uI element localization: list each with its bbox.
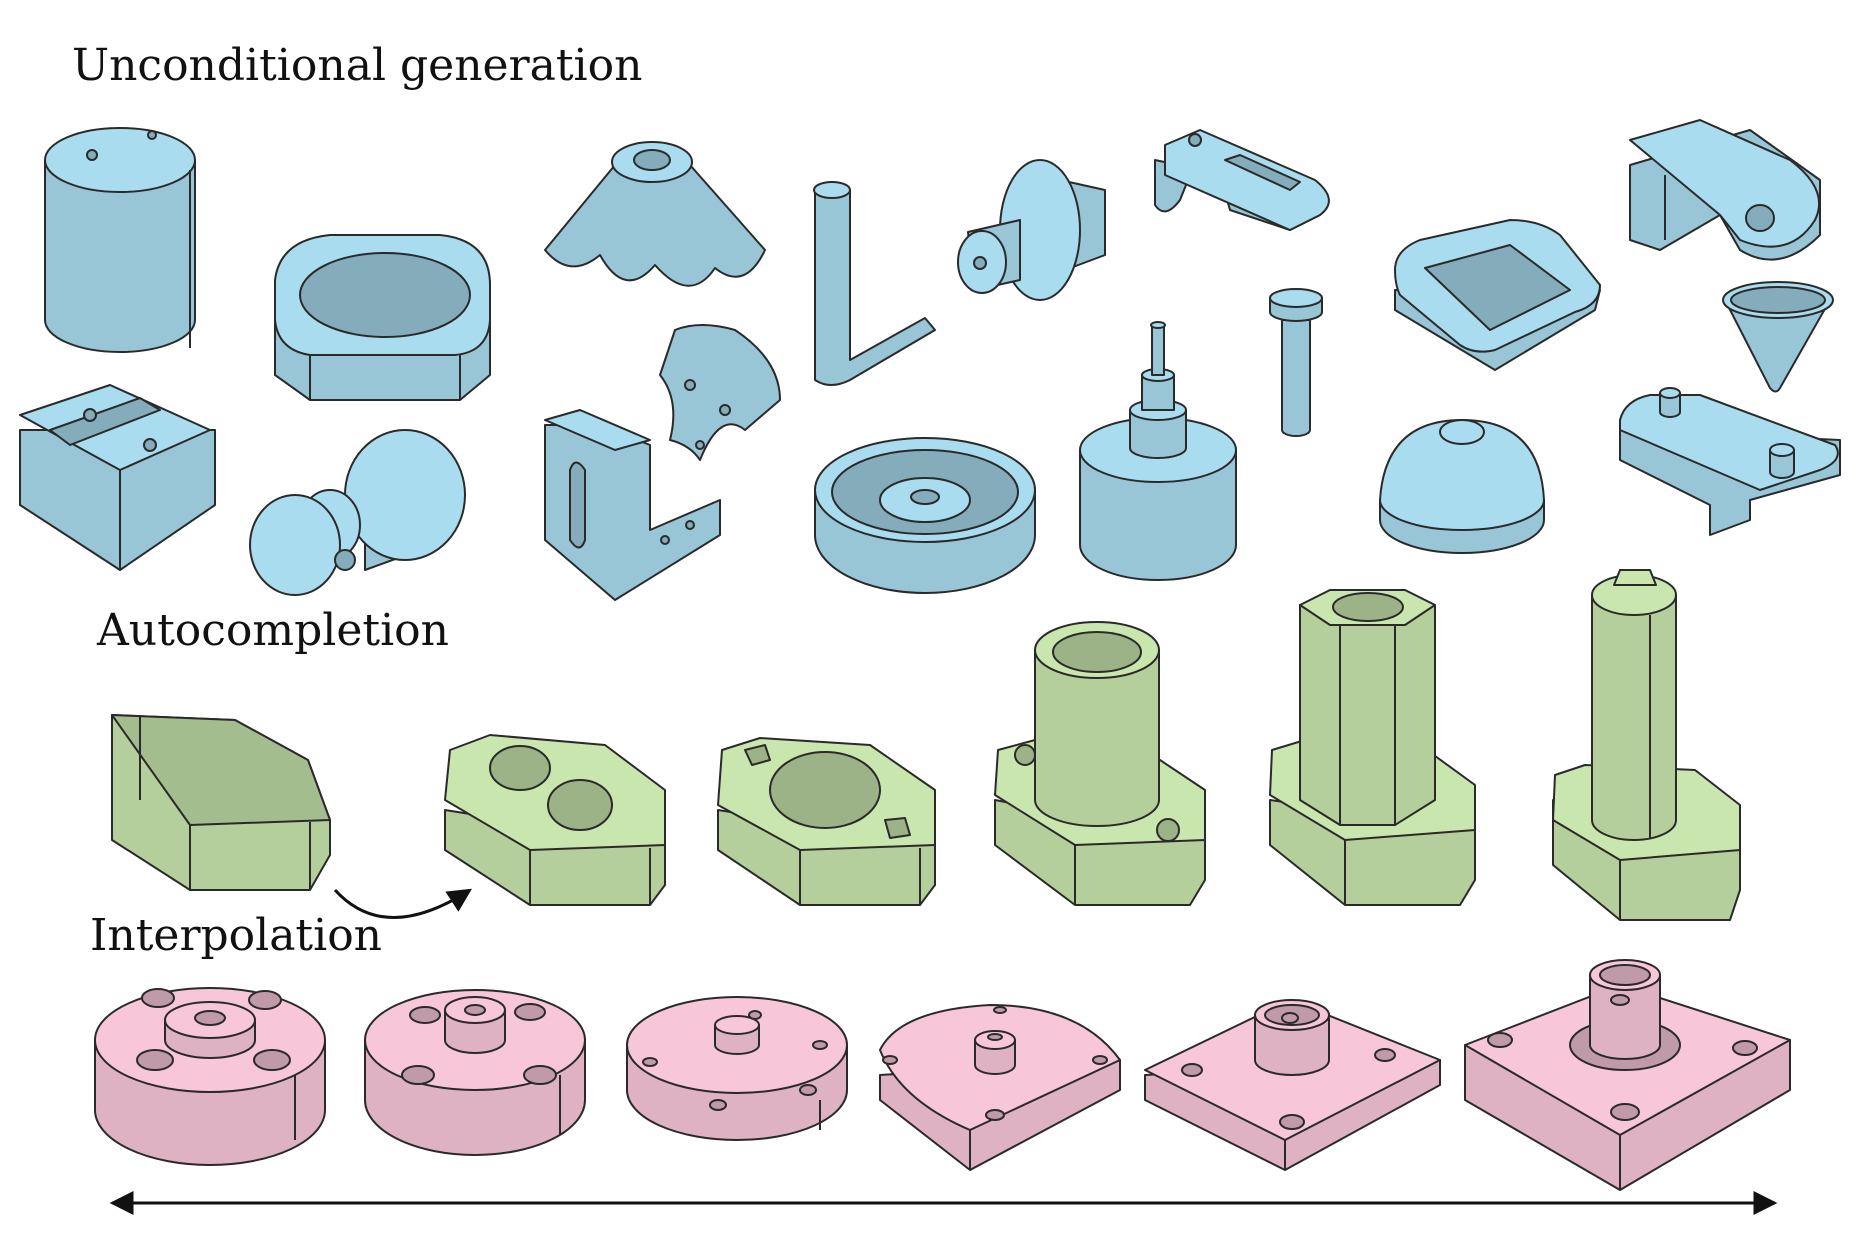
blue-shape-dish [814,437,1036,594]
section-title-autocompletion: Autocompletion [97,605,449,656]
pink-shape-square-plate-tall-boss [1464,959,1791,1191]
blue-shape-slotted-bracket [1154,129,1330,231]
blue-shape-pulley [249,429,466,596]
blue-shape-l-rod [813,181,936,386]
blue-shape-dome [1379,419,1545,554]
interpolation-shapes [94,959,1791,1215]
pink-shape-square-plate-boss [1144,999,1441,1171]
green-shape-plate-tall-cylinder [1552,569,1741,921]
blue-shape-rect-frame [1394,219,1601,371]
blue-shape-flanged-boss [957,159,1106,301]
section-title-interpolation: Interpolation [90,910,383,961]
blue-shape-pin [1269,288,1323,437]
section-title-unconditional: Unconditional generation [72,40,643,91]
green-shape-plate-big-hole [717,737,936,906]
blue-shape-l-bracket-slot [544,409,721,601]
blue-shape-square-ring [274,234,491,401]
green-shape-plate-octagon-tower [1269,589,1476,906]
pink-shape-round-flange-1 [94,987,326,1166]
green-shape-open-tray [111,714,331,891]
blue-shape-block-with-ear [1629,119,1821,261]
blue-shape-plate-with-pegs [1619,387,1841,536]
green-shape-plate-two-holes [444,734,666,906]
pink-shape-squarish-flange [879,1004,1121,1171]
green-shape-plate-with-tube [994,621,1206,906]
blue-shape-cylinder [44,127,196,353]
blue-shape-curved-plate [659,324,781,461]
pink-shape-round-flange-2 [364,989,586,1156]
blue-shape-grooved-cube [19,384,216,571]
autocompletion-shapes [111,569,1741,921]
autocompletion-arrow [333,888,473,919]
pink-shape-round-flange-3 [626,996,848,1141]
unconditional-shapes [19,119,1841,601]
blue-shape-turned-spindle [1079,321,1237,581]
blue-shape-scalloped-cone [544,141,766,287]
blue-shape-small-cone [1722,281,1834,393]
